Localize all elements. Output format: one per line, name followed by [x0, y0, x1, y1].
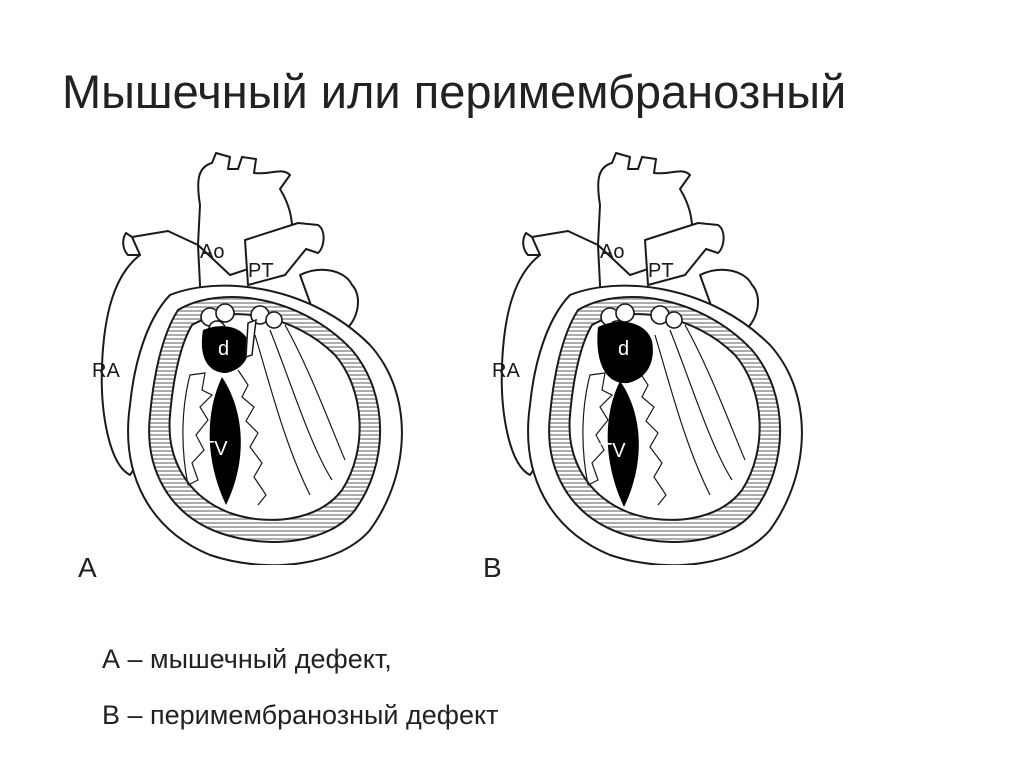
caption-muscular-defect: А – мышечный дефект,	[102, 644, 392, 674]
caption-perimembranous-defect: В – перимембранозный дефект	[102, 700, 499, 730]
superior-vena-cava	[522, 232, 541, 256]
pulmonary-trunk	[644, 222, 725, 286]
defect-d	[201, 326, 249, 373]
tricuspid-valve-opening	[209, 377, 241, 505]
label-ao: Ao	[600, 241, 624, 263]
slide-title: Мышечный или перимембранозный	[62, 65, 847, 118]
heart-diagram-b: Ao PT RA d TV	[492, 152, 803, 565]
label-pt: PT	[248, 260, 274, 282]
label-ra: RA	[492, 360, 520, 382]
label-tv: TV	[600, 440, 626, 462]
tricuspid-valve-opening	[607, 381, 639, 507]
membranous-septum-strip	[245, 318, 257, 359]
figure-letter-b: B	[483, 552, 502, 583]
tricuspid-leaflet-edge	[182, 372, 214, 486]
superior-vena-cava	[122, 232, 141, 256]
heart-diagram-a: Ao PT RA d TV	[92, 152, 403, 565]
label-ra: RA	[92, 360, 120, 382]
label-ao: Ao	[200, 241, 224, 263]
label-tv: TV	[202, 438, 228, 460]
label-d: d	[618, 338, 629, 360]
pulmonary-trunk	[244, 222, 325, 286]
figure-letter-a: A	[78, 552, 97, 583]
label-pt: PT	[648, 260, 674, 282]
label-d: d	[218, 338, 229, 360]
tricuspid-leaflet-edge	[582, 372, 614, 486]
defect-d	[597, 321, 653, 384]
